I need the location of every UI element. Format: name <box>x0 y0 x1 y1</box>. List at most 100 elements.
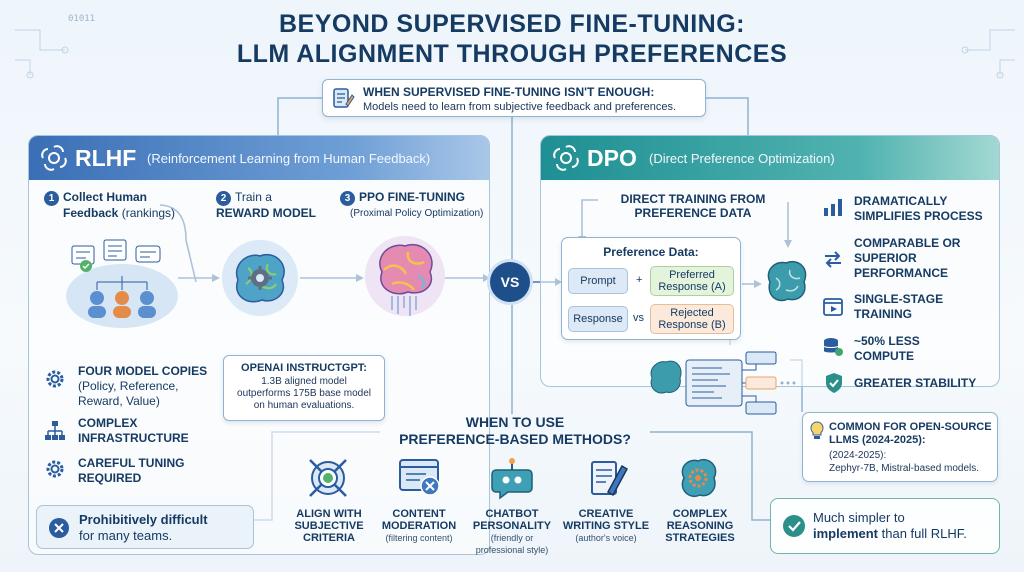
use-case-align: Align with Subjective Criteria <box>286 508 372 544</box>
dpo-brain-icon <box>767 261 807 302</box>
use-case-reasoning: Complex Reasoning Strategies <box>654 508 746 544</box>
benefit-line: ~50% Less <box>854 334 920 348</box>
benefit-single-stage: Single-Stage Training <box>854 292 1004 322</box>
rlhf-bottom-line-2: for many teams. <box>79 528 173 543</box>
feature-line: (Policy, Reference, <box>78 379 179 393</box>
simplify-icon <box>824 199 842 216</box>
vs-badge: VS <box>490 262 530 302</box>
direct-heading-line: Direct Training From <box>620 192 766 206</box>
benefit-line: Performance <box>854 266 949 280</box>
benefit-line: Greater Stability <box>854 376 977 390</box>
step-number: 3 <box>340 191 355 206</box>
case-sub-line: (filtering content) <box>385 533 453 543</box>
robot-icon <box>491 458 533 500</box>
prompt-pill: Prompt <box>568 268 628 294</box>
case-title-line: Complex <box>672 508 728 520</box>
preference-data-heading: Preference Data: <box>603 245 699 259</box>
feature-title: Careful Tuning <box>78 456 185 470</box>
vs-sign: vs <box>633 312 644 324</box>
benefit-stability: Greater Stability <box>854 376 1004 391</box>
when-heading-line: Preference-Based Methods? <box>399 431 631 447</box>
feature-title: Four Model Copies <box>78 364 208 378</box>
direct-training-heading: Direct Training From Preference Data <box>598 192 788 220</box>
rlhf-header: RLHF (Reinforcement Learning from Human … <box>29 136 489 180</box>
dpo-title: DPO <box>587 145 637 171</box>
page-title-line-1: Beyond Supervised Fine-Tuning: <box>279 10 745 38</box>
benefit-simplifies: Dramatically Simplifies Process <box>854 194 1004 224</box>
oss-line: (2024-2025): <box>829 450 887 461</box>
benefit-line: Compute <box>854 349 914 363</box>
case-title-line: Strategies <box>665 532 735 544</box>
response-pill: Response <box>568 306 628 332</box>
step-2-line-2: Reward Model <box>216 206 316 220</box>
openai-logo-icon <box>553 145 579 171</box>
case-title-line: Writing Style <box>562 520 650 532</box>
callout-heading: OpenAI InstructGPT: <box>241 362 367 374</box>
feature-model-copies: Four Model Copies (Policy, Reference, Re… <box>78 364 218 409</box>
step-1-line-1: Collect Human <box>63 190 148 204</box>
training-pipeline-icon <box>650 351 796 415</box>
rlhf-title: RLHF <box>75 145 137 171</box>
case-title-line: Subjective <box>294 520 364 532</box>
dpo-bottom-line-1: Much simpler to <box>813 510 905 525</box>
dpo-header: DPO (Direct Preference Optimization) <box>541 136 999 180</box>
x-circle-icon <box>49 518 69 538</box>
use-case-moderation: Content Moderation (filtering content) <box>376 508 462 544</box>
gear-icon <box>46 370 64 388</box>
rejected-line: Rejected <box>670 307 714 319</box>
step-number: 1 <box>44 191 59 206</box>
binary-decoration: 01011 <box>68 14 96 24</box>
ppo-brain-icon <box>365 236 445 316</box>
reward-model-brain-icon <box>222 240 298 316</box>
gear-icon <box>46 460 64 478</box>
callout-line: 1.3B aligned model <box>261 376 347 387</box>
feature-line: Reward, Value) <box>78 394 160 408</box>
use-case-writing: Creative Writing Style (author's voice) <box>560 508 652 544</box>
case-sub-line: (friendly or <box>490 533 534 543</box>
feature-title: Complex <box>78 416 138 430</box>
feature-title: Required <box>78 471 142 485</box>
preferred-line: Response (A) <box>658 281 726 293</box>
plus-sign: + <box>636 274 643 286</box>
hierarchy-icon <box>45 421 65 440</box>
case-title-line: Reasoning <box>666 520 734 532</box>
oss-line: Zephyr-7B, Mistral-based models. <box>829 463 980 474</box>
rejected-line: Response (B) <box>658 319 726 331</box>
case-title-line: Chatbot <box>485 508 539 520</box>
intro-box: When Supervised Fine-Tuning Isn't Enough… <box>322 79 706 117</box>
lightbulb-icon <box>810 421 824 439</box>
circuit-decoration <box>15 29 69 79</box>
benefit-line: Comparable or <box>854 236 961 250</box>
check-circle-icon <box>783 515 805 537</box>
when-heading-line: When to Use <box>465 414 565 430</box>
when-to-use-heading: When to Use Preference-Based Methods? <box>380 414 650 448</box>
benefit-line: Simplifies Process <box>854 209 983 223</box>
case-title-line: Criteria <box>303 532 355 544</box>
rlhf-step-2: 2 Train a Reward Model <box>216 190 336 221</box>
benefit-line: Training <box>854 307 912 321</box>
step-1-note: (rankings) <box>121 206 176 220</box>
rlhf-subtitle: (Reinforcement Learning from Human Feedb… <box>147 151 431 166</box>
step-number: 2 <box>216 191 231 206</box>
case-sub-line: (author's voice) <box>575 533 637 543</box>
swap-arrows-icon <box>825 251 841 268</box>
intro-heading: When Supervised Fine-Tuning Isn't Enough… <box>363 85 655 99</box>
dpo-subtitle: (Direct Preference Optimization) <box>649 151 835 166</box>
brain-gear-icon <box>681 459 717 497</box>
rlhf-bottom-line-1: Prohibitively difficult <box>79 512 208 527</box>
benefit-line: Superior <box>854 251 917 265</box>
circuit-decoration-right <box>961 29 1015 79</box>
feature-title: Infrastructure <box>78 431 189 445</box>
use-case-chatbot: Chatbot Personality (friendly or profess… <box>466 508 558 556</box>
document-edit-icon <box>333 88 355 108</box>
single-stage-icon <box>823 298 843 316</box>
step-2-line-1: Train a <box>235 190 272 204</box>
case-title-line: Creative <box>578 508 634 520</box>
callout-line: outperforms 175B base model <box>237 388 371 399</box>
case-title-line: Personality <box>472 520 552 532</box>
dpo-bottom-line-2: than full RLHF. <box>881 526 967 541</box>
